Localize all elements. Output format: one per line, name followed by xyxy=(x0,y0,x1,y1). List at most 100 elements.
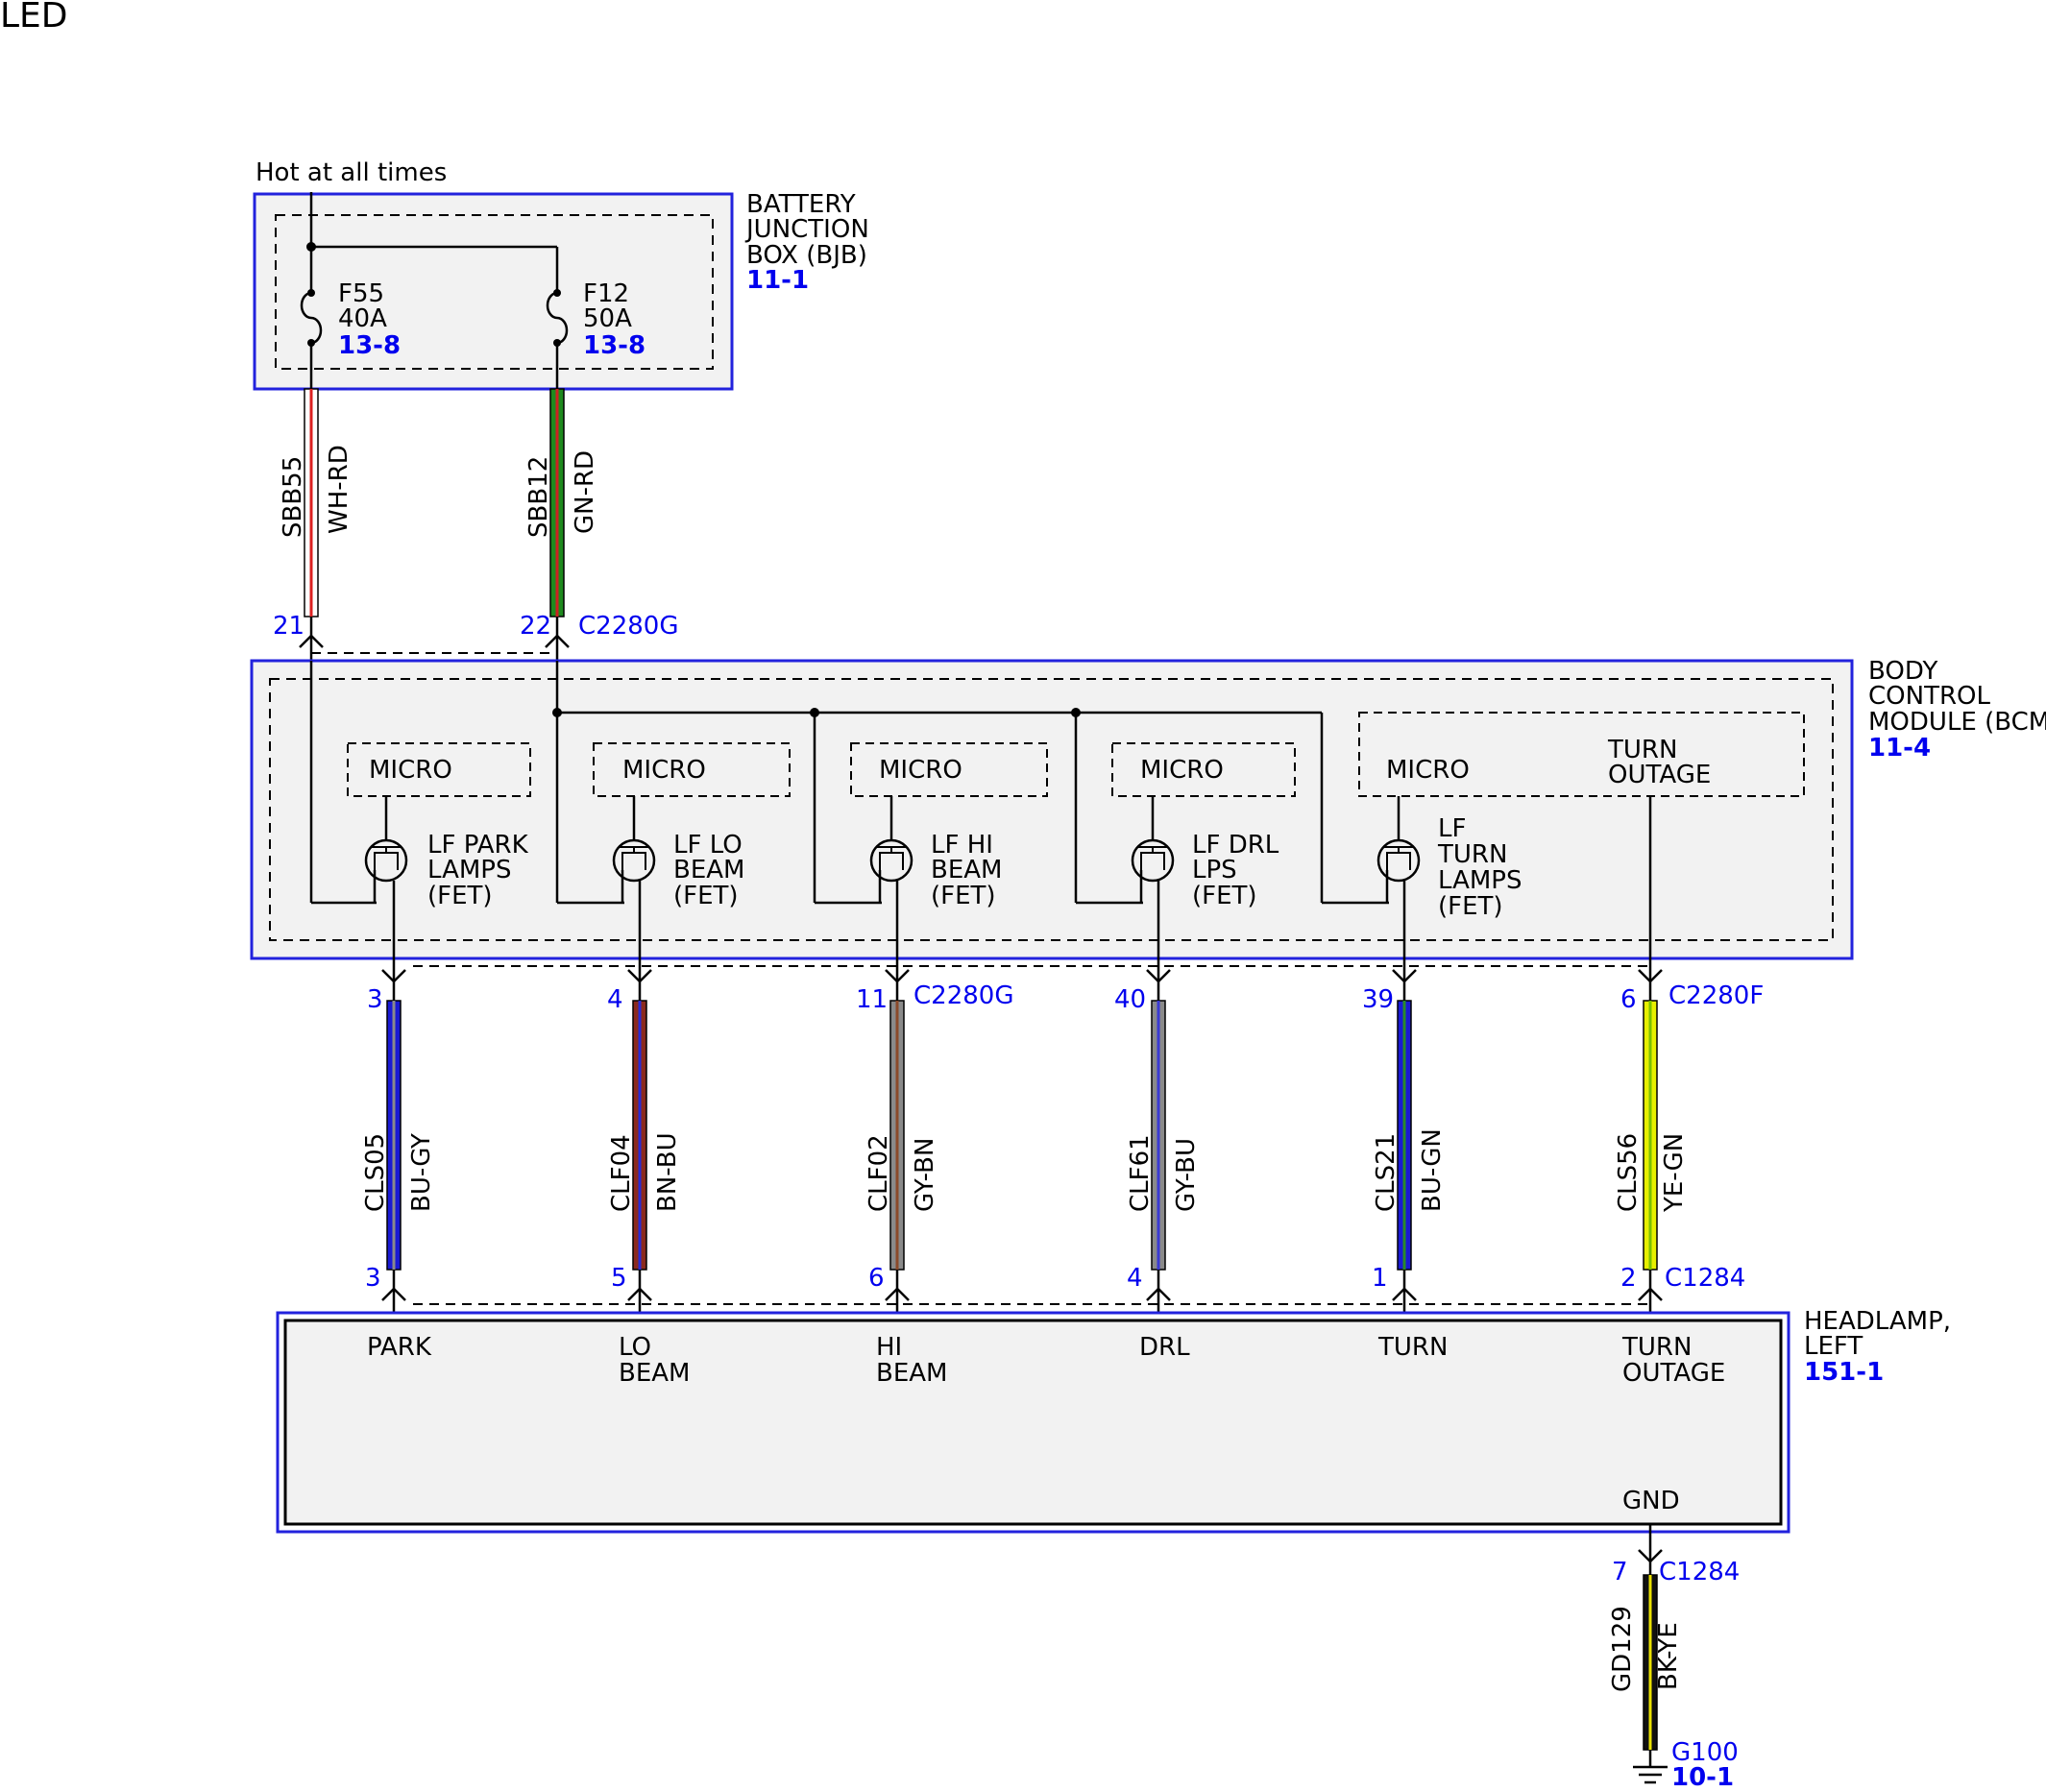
fuse-f55-ref[interactable]: 13-8 xyxy=(338,331,401,360)
wire-cls56-circuit: CLS56 xyxy=(1614,1133,1643,1212)
fet-group xyxy=(364,796,1421,903)
headlamp-left xyxy=(276,1311,1790,1534)
bjb-name-line-2: JUNCTION xyxy=(744,215,869,244)
fet-turn-line-2: TURN xyxy=(1437,840,1507,869)
lamp-pin-6: 6 xyxy=(868,1264,885,1293)
fet-hi-line-3: (FET) xyxy=(931,882,996,910)
ground-connector-c1284[interactable]: C1284 xyxy=(1659,1558,1740,1586)
micro-label-drl: MICRO xyxy=(1140,756,1224,785)
bcm-out-pin-40: 40 xyxy=(1114,985,1146,1014)
micro-label-park: MICRO xyxy=(369,756,452,785)
ground-pin-7: 7 xyxy=(1612,1558,1628,1586)
bjb-busbar xyxy=(300,192,569,389)
fet-turn-symbol xyxy=(1376,796,1421,903)
bcm-pin-22: 22 xyxy=(520,612,551,641)
bjb-name-line-3: BOX (BJB) xyxy=(746,241,867,270)
bcm-output-wires xyxy=(381,881,1663,1320)
wire-cls21-color: BU-GN xyxy=(1418,1128,1447,1212)
fet-drl-symbol xyxy=(1131,796,1175,903)
ground-point-ref[interactable]: 10-1 xyxy=(1671,1763,1734,1792)
bcm-out-pin-4: 4 xyxy=(607,985,623,1014)
fet-lo-symbol xyxy=(612,796,656,903)
power-label: Hot at all times xyxy=(256,158,447,187)
bjb-name-line-1: BATTERY xyxy=(746,190,856,219)
bcm-ref[interactable]: 11-4 xyxy=(1868,734,1931,763)
wire-sbb12-color: GN-RD xyxy=(571,450,599,534)
ground-connector-arrow xyxy=(1638,1549,1663,1563)
battery-junction-box xyxy=(253,192,734,391)
lamp-connector-c1284[interactable]: C1284 xyxy=(1665,1264,1745,1293)
bcm-out-pin-6: 6 xyxy=(1620,985,1637,1014)
micro-box-turn xyxy=(1358,712,1805,797)
wire-cls05-circuit: CLS05 xyxy=(361,1133,390,1212)
ground-circuit xyxy=(1633,1524,1668,1784)
micro-box-lo xyxy=(593,742,791,797)
bjb-outline xyxy=(253,192,734,391)
bcm-bus-splice-2 xyxy=(810,708,819,717)
fuse-f55-id: F55 xyxy=(338,279,384,308)
fet-hi-line-2: BEAM xyxy=(931,856,1002,884)
lamp-pin-2: 2 xyxy=(1620,1264,1637,1293)
diagram-title: LED xyxy=(0,0,68,36)
wire-cls05 xyxy=(381,881,406,1320)
wire-clf02-circuit: CLF02 xyxy=(865,1134,893,1212)
wire-sbb55-color: WH-RD xyxy=(325,445,353,534)
micro-label-lo: MICRO xyxy=(622,756,706,785)
fet-turn-line-3: LAMPS xyxy=(1438,866,1522,895)
wire-cls56-color: YE-GN xyxy=(1660,1133,1689,1213)
lamp-pin-1: 1 xyxy=(1372,1264,1388,1293)
bcm-out-pin-39: 39 xyxy=(1362,985,1394,1014)
bcm-out-pin-3: 3 xyxy=(367,985,383,1014)
fuse-f12-terminal-bottom xyxy=(553,339,561,347)
wire-clf04 xyxy=(627,881,652,1320)
micro-box-hi xyxy=(850,742,1048,797)
turn-outage-line-1: TURN xyxy=(1607,736,1677,764)
headlamp-name-line-2: LEFT xyxy=(1804,1332,1863,1361)
fuse-f12-ref[interactable]: 13-8 xyxy=(583,331,645,360)
lamp-pin-5: 5 xyxy=(611,1264,627,1293)
lamp-label-lo-1: LO xyxy=(619,1333,651,1362)
lamp-label-turn-outage-1: TURN xyxy=(1621,1333,1692,1362)
wire-clf02 xyxy=(885,881,910,1320)
turn-outage-line-2: OUTAGE xyxy=(1608,761,1711,789)
bcm-pin-21: 21 xyxy=(273,612,304,641)
headlamp-ref[interactable]: 151-1 xyxy=(1804,1358,1884,1387)
bcm-bus-splice-3 xyxy=(1071,708,1081,717)
micro-label-turn: MICRO xyxy=(1386,756,1470,785)
fet-lo-line-2: BEAM xyxy=(673,856,744,884)
lamp-label-park: PARK xyxy=(367,1333,432,1362)
bcm-out-connector-c2280g[interactable]: C2280G xyxy=(913,981,1013,1010)
fet-park-symbol xyxy=(364,796,408,903)
lamp-pin-3: 3 xyxy=(365,1264,381,1293)
fuse-f12-id: F12 xyxy=(583,279,629,308)
wire-cls56 xyxy=(1638,958,1663,1320)
fet-drl-line-2: LPS xyxy=(1192,856,1237,884)
ground-point-id[interactable]: G100 xyxy=(1671,1738,1739,1767)
wire-gd129-circuit: GD129 xyxy=(1608,1606,1637,1692)
fuse-f12-terminal-top xyxy=(553,289,561,297)
body-control-module xyxy=(250,659,1854,960)
lamp-label-hi-2: BEAM xyxy=(876,1359,947,1388)
lamp-label-turn: TURN xyxy=(1377,1333,1448,1362)
bjb-ref[interactable]: 11-1 xyxy=(746,266,809,295)
bcm-out-pin-11: 11 xyxy=(856,985,888,1014)
bcm-name-line-2: CONTROL xyxy=(1868,682,1990,711)
fuse-f55-rating: 40A xyxy=(338,304,387,333)
micro-box-park xyxy=(347,742,531,797)
headlamp-gnd-label: GND xyxy=(1622,1487,1680,1515)
bcm-out-connector-c2280f[interactable]: C2280F xyxy=(1668,981,1764,1010)
wire-cls21 xyxy=(1392,881,1417,1320)
micro-label-hi: MICRO xyxy=(879,756,962,785)
bjb-splice-dot xyxy=(306,242,316,252)
bcm-bus-splice-1 xyxy=(552,708,562,717)
fet-drl-line-1: LF DRL xyxy=(1192,831,1279,860)
wire-clf61-circuit: CLF61 xyxy=(1126,1134,1155,1212)
fuse-f12-symbol xyxy=(546,291,569,345)
fet-park-line-2: LAMPS xyxy=(427,856,511,884)
fet-lo-line-1: LF LO xyxy=(673,831,743,860)
fet-park-line-3: (FET) xyxy=(427,882,493,910)
headlamp-name-line-1: HEADLAMP, xyxy=(1804,1307,1951,1336)
wire-clf04-circuit: CLF04 xyxy=(607,1134,636,1212)
bcm-connector-c2280g-top[interactable]: C2280G xyxy=(578,612,678,641)
